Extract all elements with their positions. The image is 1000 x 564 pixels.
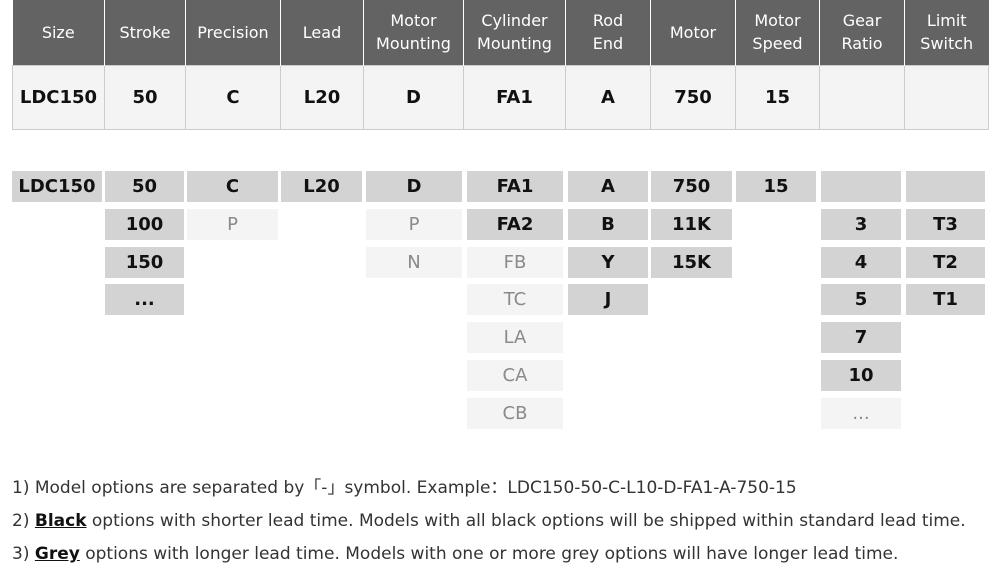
value-limit-switch (904, 64, 989, 130)
option-stroke-0: 50 (105, 171, 184, 202)
value-rod-end: A (565, 64, 651, 130)
col-motor: Motor (650, 0, 736, 65)
value-stroke: 50 (104, 64, 186, 130)
col-size: Size (12, 0, 105, 65)
option-cylinder-mounting-5: CA (467, 360, 563, 391)
option-size-0: LDC150 (12, 171, 102, 202)
option-limit-switch-0 (906, 171, 985, 202)
option-stroke-3: ... (105, 284, 184, 315)
option-gear-ratio-5: 10 (821, 360, 901, 391)
option-gear-ratio-1: 3 (821, 209, 901, 240)
value-motor-speed: 15 (735, 64, 820, 130)
option-cylinder-mounting-6: CB (467, 398, 563, 429)
option-precision-0: C (187, 171, 278, 202)
option-stroke-2: 150 (105, 247, 184, 278)
option-rod-end-3: J (568, 284, 648, 315)
value-motor: 750 (650, 64, 736, 130)
value-precision: C (185, 64, 281, 130)
option-rod-end-1: B (568, 209, 648, 240)
option-rod-end-2: Y (568, 247, 648, 278)
option-gear-ratio-0 (821, 171, 901, 202)
option-gear-ratio-2: 4 (821, 247, 901, 278)
option-motor-2: 15K (651, 247, 732, 278)
col-lead: Lead (280, 0, 364, 65)
value-lead: L20 (280, 64, 364, 130)
option-motor-mounting-1: P (366, 209, 462, 240)
option-limit-switch-2: T2 (906, 247, 985, 278)
value-gear-ratio (819, 64, 905, 130)
note-1: 1) Model options are separated by「-」symb… (12, 478, 797, 498)
option-cylinder-mounting-3: TC (467, 284, 563, 315)
note-2: 2) Black options with shorter lead time.… (12, 511, 966, 531)
value-motor-mounting: D (363, 64, 464, 130)
option-rod-end-0: A (568, 171, 648, 202)
option-cylinder-mounting-2: FB (467, 247, 563, 278)
option-lead-0: L20 (281, 171, 362, 202)
note-3: 3) Grey options with longer lead time. M… (12, 544, 899, 564)
option-motor-mounting-0: D (366, 171, 462, 202)
option-motor-0: 750 (651, 171, 732, 202)
option-limit-switch-1: T3 (906, 209, 985, 240)
option-motor-mounting-2: N (366, 247, 462, 278)
option-stroke-1: 100 (105, 209, 184, 240)
option-motor-speed-0: 15 (736, 171, 816, 202)
option-cylinder-mounting-1: FA2 (467, 209, 563, 240)
grey-label: Grey (34, 544, 80, 564)
option-precision-1: P (187, 209, 278, 240)
option-cylinder-mounting-0: FA1 (467, 171, 563, 202)
option-gear-ratio-4: 7 (821, 322, 901, 353)
black-label: Black (34, 511, 87, 531)
notes: 1) Model options are separated by「-」symb… (12, 472, 992, 564)
option-gear-ratio-6: ... (821, 398, 901, 429)
example-model-row: LDC150 50 C L20 D FA1 A 750 15 (12, 64, 989, 130)
option-gear-ratio-3: 5 (821, 284, 901, 315)
option-limit-switch-3: T1 (906, 284, 985, 315)
option-motor-1: 11K (651, 209, 732, 240)
value-cylinder-mounting: FA1 (463, 64, 566, 130)
option-cylinder-mounting-4: LA (467, 322, 563, 353)
col-stroke: Stroke (104, 0, 186, 65)
col-precision: Precision (185, 0, 281, 65)
value-size: LDC150 (12, 64, 105, 130)
